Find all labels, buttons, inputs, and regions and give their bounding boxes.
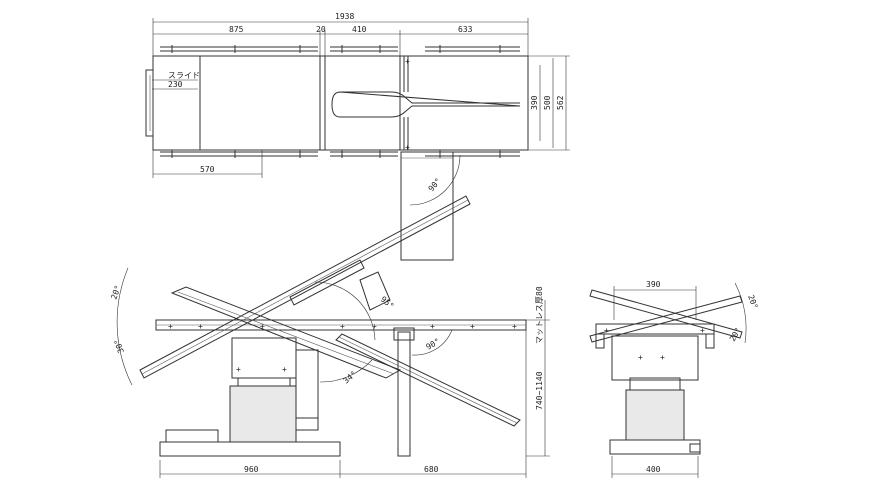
dim-width-3: 562	[556, 95, 565, 110]
angle-head-down: 30°	[112, 338, 125, 355]
dim-width-1: 390	[530, 95, 539, 110]
svg-text:+: +	[340, 322, 345, 331]
svg-text:+: +	[512, 322, 517, 331]
svg-text:+: +	[470, 322, 475, 331]
side-view: + + + + + + + + 20° 30° 95° 90° 34° + +	[109, 195, 550, 478]
dim-seg-2: 20	[316, 25, 326, 34]
dim-base-length: 960	[244, 465, 259, 474]
svg-text:+: +	[282, 365, 287, 374]
dim-width-2: 500	[543, 95, 552, 110]
pivot-mark: +	[405, 143, 410, 152]
end-view: 390 ++ 20° 20° ++ 400	[589, 280, 760, 478]
swing-angle: 90°	[427, 176, 443, 193]
svg-text:+: +	[198, 322, 203, 331]
end-top-width: 390	[646, 280, 661, 289]
svg-text:+: +	[236, 365, 241, 374]
end-base-width: 400	[646, 465, 661, 474]
dim-seg-1: 875	[229, 25, 244, 34]
svg-text:+: +	[372, 322, 377, 331]
svg-text:+: +	[660, 353, 665, 362]
svg-text:+: +	[638, 353, 643, 362]
svg-text:+: +	[430, 322, 435, 331]
svg-text:+: +	[260, 322, 265, 331]
dim-height-range: 740~1140	[535, 371, 544, 410]
dim-base-extension: 680	[424, 465, 439, 474]
angle-back-up: 95°	[379, 295, 396, 311]
dim-bottom: 570	[200, 165, 215, 174]
dim-overall-length: 1938	[335, 12, 354, 21]
slide-label: スライド	[168, 71, 200, 80]
end-tilt-a: 20°	[746, 294, 759, 311]
svg-text:+: +	[168, 322, 173, 331]
upper-label: マットレス厚80	[535, 286, 544, 344]
slide-value: 230	[168, 80, 183, 89]
top-view: 1938 875 20 410 633	[145, 12, 570, 261]
dim-seg-4: 633	[458, 25, 473, 34]
angle-head-up: 20°	[109, 284, 122, 301]
angle-side: 34°	[342, 369, 359, 385]
svg-text:+: +	[604, 326, 609, 335]
svg-text:+: +	[700, 326, 705, 335]
dim-seg-3: 410	[352, 25, 367, 34]
angle-leg-down: 90°	[425, 337, 442, 352]
pivot-mark: +	[405, 57, 410, 66]
